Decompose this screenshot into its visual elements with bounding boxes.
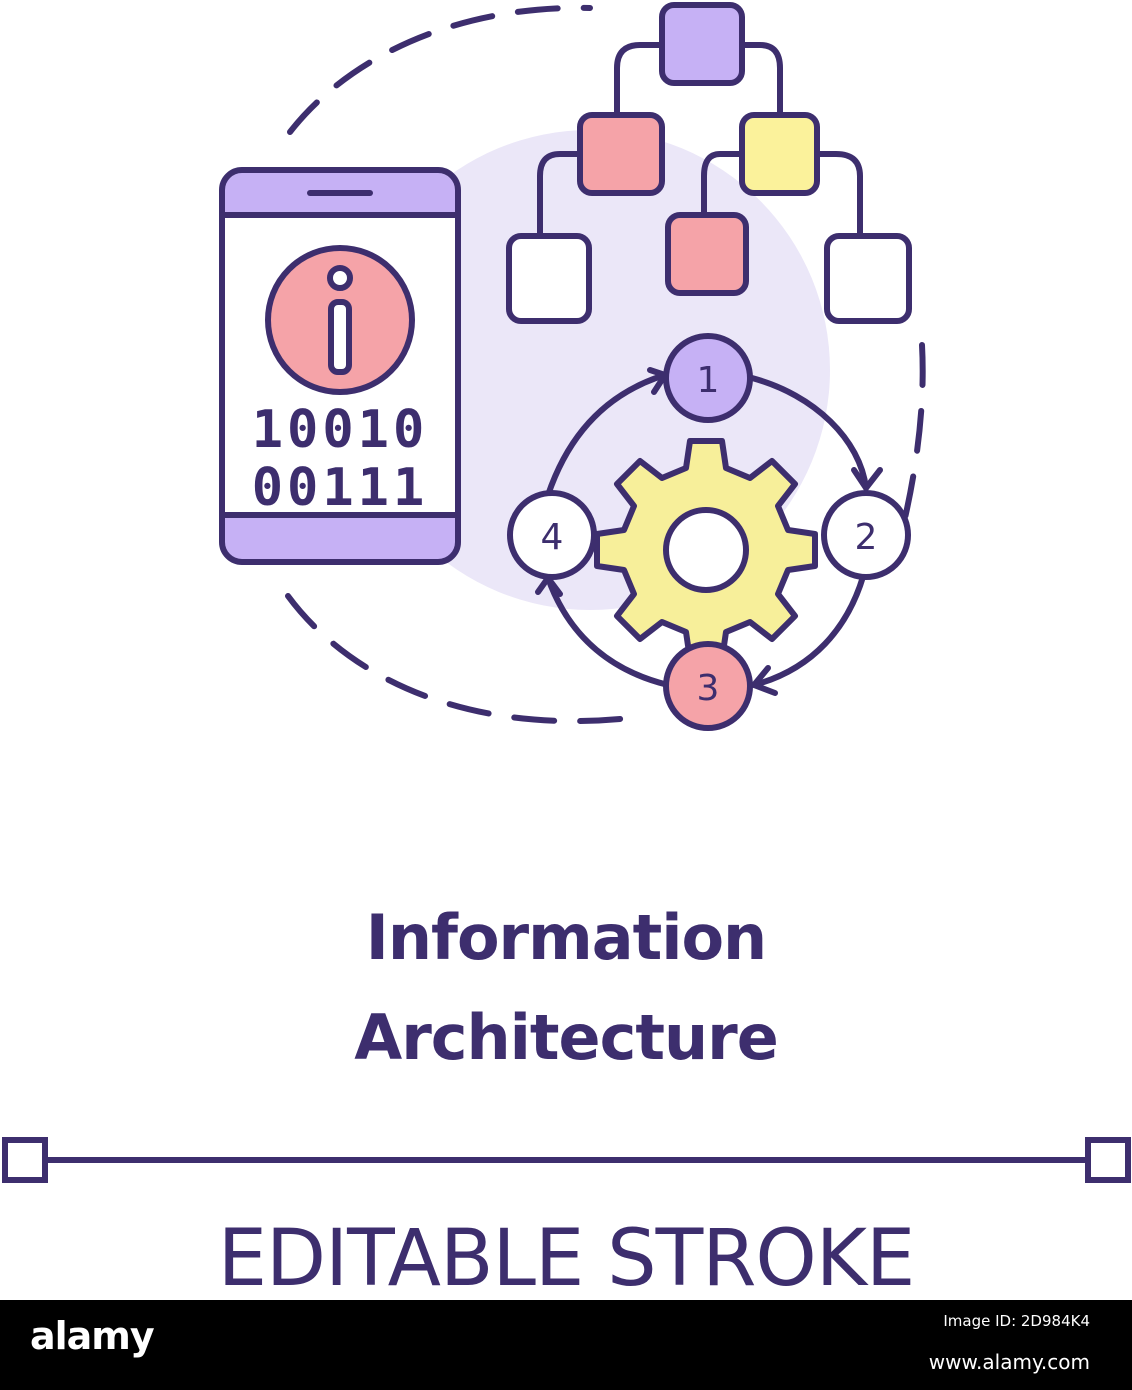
stroke-handle-left (2, 1137, 48, 1183)
cycle-label-2: 2 (855, 517, 878, 558)
cycle-label-1: 1 (697, 360, 720, 401)
gear-icon (594, 438, 818, 662)
cycle-label-4: 4 (541, 517, 564, 558)
editable-stroke-caption: EDITABLE STROKE (217, 1214, 916, 1304)
footer-bar: alamy Image ID: 2D984K4 www.alamy.com (0, 1300, 1132, 1390)
tree-node-left (577, 112, 665, 196)
info-icon (327, 265, 353, 375)
stroke-handle-right (1085, 1137, 1131, 1183)
cycle-label-3: 3 (697, 668, 720, 709)
title-line-1: Information (365, 901, 767, 974)
cycle-node-3 (663, 641, 753, 731)
footer-image-id: Image ID: 2D984K4 (943, 1312, 1090, 1330)
cycle-node-4 (507, 490, 597, 580)
cycle-arrows (535, 367, 883, 696)
tree-diagram (506, 2, 912, 324)
tree-node-right (739, 112, 820, 196)
cycle-node-2 (821, 490, 911, 580)
tree-connectors (537, 42, 863, 236)
binary-row-2: 00111 (252, 458, 429, 518)
cycle-node-1 (663, 333, 753, 423)
title-line-2: Architecture (354, 1001, 779, 1074)
tree-leaf-1 (506, 233, 592, 324)
dashed-ring (285, 4, 926, 724)
binary-row-1: 10010 (252, 400, 429, 460)
tree-leaf-2 (665, 212, 749, 296)
stroke-line (2, 1137, 1131, 1183)
footer-logo: alamy (30, 1314, 155, 1358)
footer-url: www.alamy.com (928, 1350, 1090, 1374)
illustration: 10010 00111 1 2 3 4 (2, 2, 1131, 1183)
tree-node-root (659, 2, 745, 86)
tree-leaf-3 (824, 233, 912, 324)
